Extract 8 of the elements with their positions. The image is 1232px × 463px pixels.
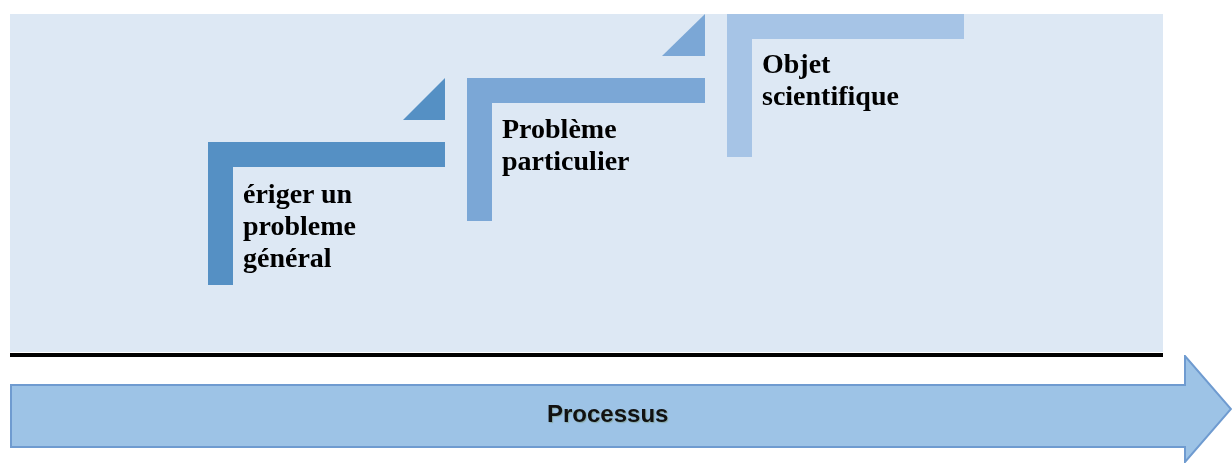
step-text: ériger un probleme général	[243, 178, 358, 274]
step-text: Problème particulier	[502, 113, 631, 177]
process-arrow	[10, 355, 1232, 463]
arrow-label: Processus	[547, 400, 669, 428]
step-bracket	[208, 142, 445, 285]
step-bracket	[467, 78, 705, 221]
step-bracket	[727, 14, 964, 157]
step-text: Objet scientifique	[762, 48, 900, 112]
